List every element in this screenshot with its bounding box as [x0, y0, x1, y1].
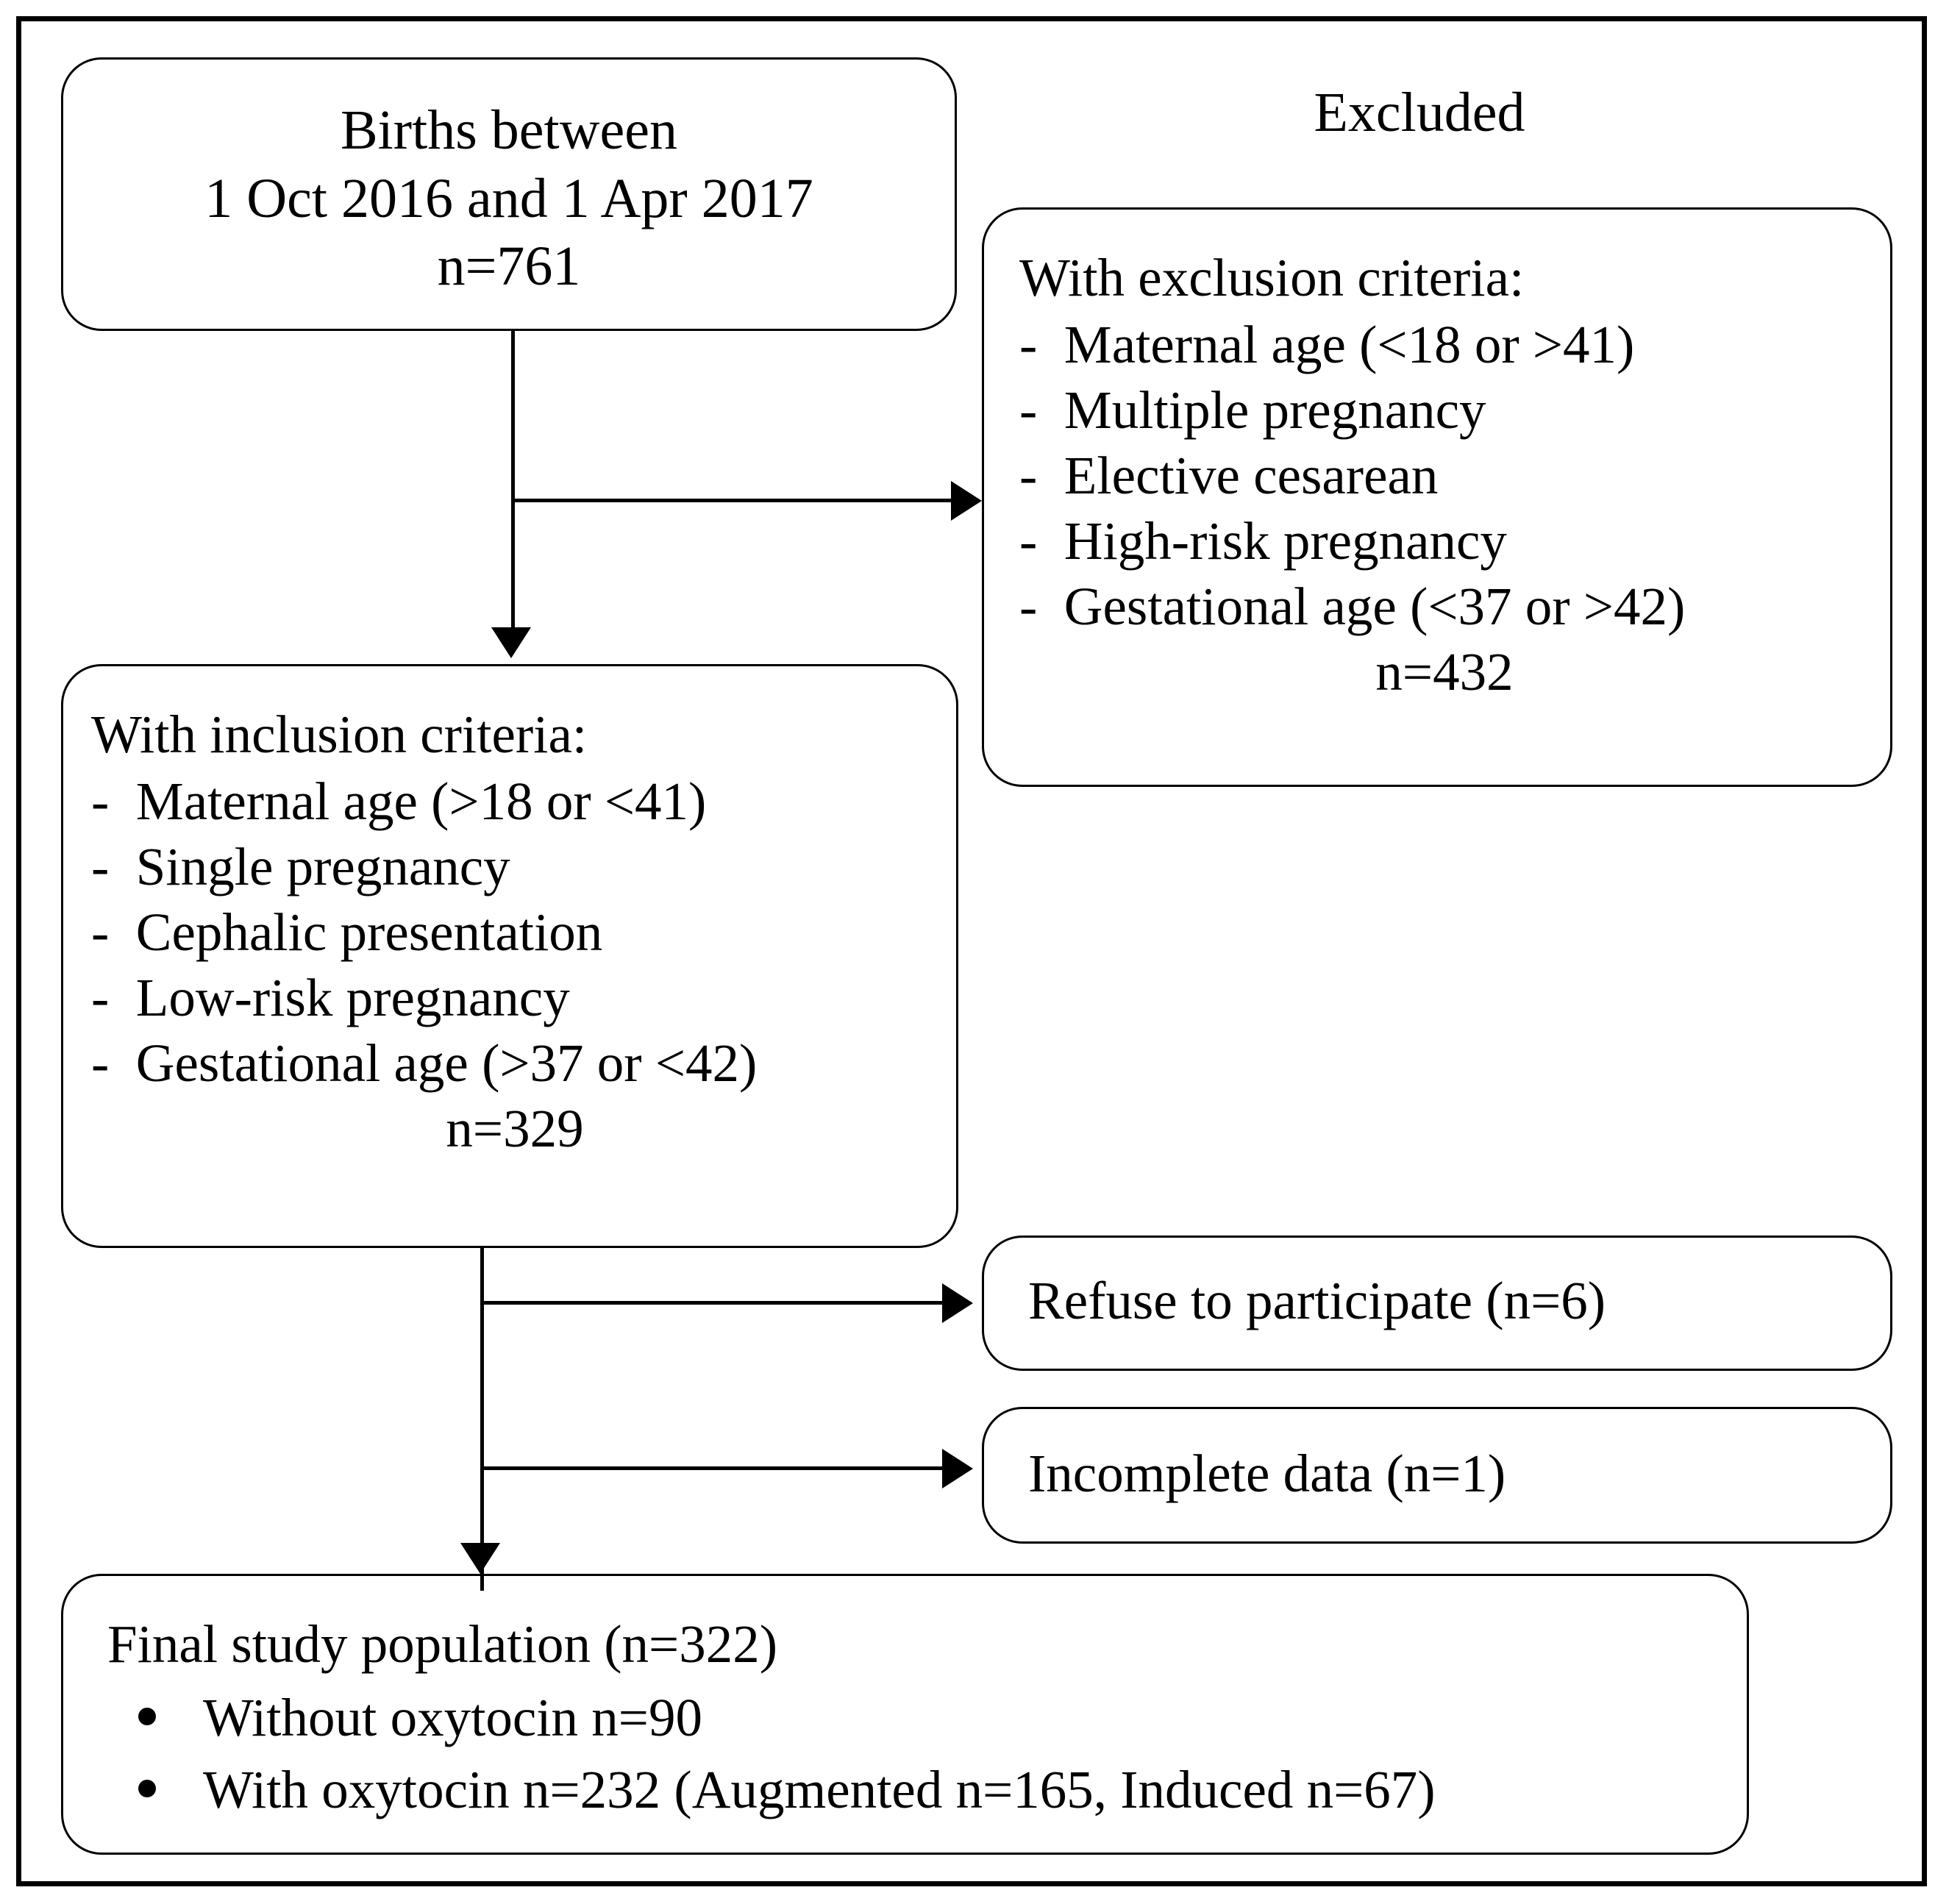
- final-heading: Final study population (n=322): [107, 1614, 778, 1674]
- exclusion-item-1: - Maternal age (<18 or >41): [1019, 315, 1635, 375]
- arrowhead-right-icon: [942, 1449, 973, 1488]
- incomplete-text: Incomplete data (n=1): [1028, 1444, 1506, 1503]
- inclusion-item-4: - Low-risk pregnancy: [91, 968, 570, 1028]
- exclusion-heading: With exclusion criteria:: [1019, 248, 1525, 307]
- connector-births-to-exclusion: [511, 499, 952, 502]
- births-line-2: 1 Oct 2016 and 1 Apr 2017: [204, 167, 813, 229]
- refuse-text: Refuse to participate (n=6): [1028, 1271, 1606, 1330]
- final-text: Final study population (n=322) Without o…: [107, 1611, 1732, 1821]
- node-incomplete-data: Incomplete data (n=1): [982, 1407, 1892, 1544]
- arrowhead-down-icon: [460, 1543, 500, 1574]
- inclusion-item-5: - Gestational age (>37 or <42): [91, 1033, 758, 1094]
- bullet-dot-icon: [138, 1780, 156, 1798]
- inclusion-count: n=329: [446, 1099, 584, 1159]
- inclusion-item-3: - Cephalic presentation: [91, 902, 603, 963]
- exclusion-item-4: - High-risk pregnancy: [1019, 511, 1507, 571]
- node-refuse-to-participate: Refuse to participate (n=6): [982, 1236, 1892, 1371]
- exclusion-item-3: - Elective cesarean: [1019, 446, 1439, 506]
- final-bullet-row-2: With oxytocin n=232 (Augmented n=165, In…: [107, 1759, 1732, 1821]
- births-text: Births between 1 Oct 2016 and 1 Apr 2017…: [63, 96, 955, 301]
- exclusion-count: n=432: [1375, 642, 1514, 702]
- births-count: n=761: [437, 235, 581, 298]
- node-final-study-population: Final study population (n=322) Without o…: [61, 1574, 1749, 1855]
- node-births: Births between 1 Oct 2016 and 1 Apr 2017…: [61, 57, 957, 331]
- node-inclusion-criteria: With inclusion criteria: - Maternal age …: [61, 664, 958, 1248]
- inclusion-heading: With inclusion criteria:: [91, 705, 588, 764]
- inclusion-item-2: - Single pregnancy: [91, 837, 510, 897]
- final-bullet-row-1: Without oxytocin n=90: [107, 1687, 1732, 1749]
- connector-inclusion-vertical: [480, 1248, 484, 1591]
- exclusion-item-5: - Gestational age (<37 or >42): [1019, 577, 1686, 637]
- final-bullet-2: With oxytocin n=232 (Augmented n=165, In…: [203, 1760, 1436, 1820]
- figure-outer-border: [16, 16, 1927, 1886]
- arrowhead-down-icon: [491, 627, 531, 658]
- exclusion-text: With exclusion criteria: - Maternal age …: [1019, 245, 1870, 705]
- arrowhead-right-icon: [942, 1283, 973, 1323]
- arrowhead-right-icon: [951, 481, 982, 521]
- bullet-dot-icon: [138, 1708, 156, 1726]
- births-line-1: Births between: [340, 99, 677, 161]
- connector-births-vertical: [511, 331, 515, 634]
- connector-inclusion-to-incomplete: [480, 1466, 944, 1470]
- connector-inclusion-to-refuse: [480, 1301, 944, 1305]
- exclusion-item-2: - Multiple pregnancy: [1019, 380, 1486, 441]
- final-bullet-1: Without oxytocin n=90: [203, 1688, 702, 1748]
- inclusion-text: With inclusion criteria: - Maternal age …: [91, 702, 938, 1161]
- node-exclusion-criteria: With exclusion criteria: - Maternal age …: [982, 207, 1892, 787]
- inclusion-item-1: - Maternal age (>18 or <41): [91, 771, 707, 832]
- excluded-header-label: Excluded: [1314, 82, 1525, 143]
